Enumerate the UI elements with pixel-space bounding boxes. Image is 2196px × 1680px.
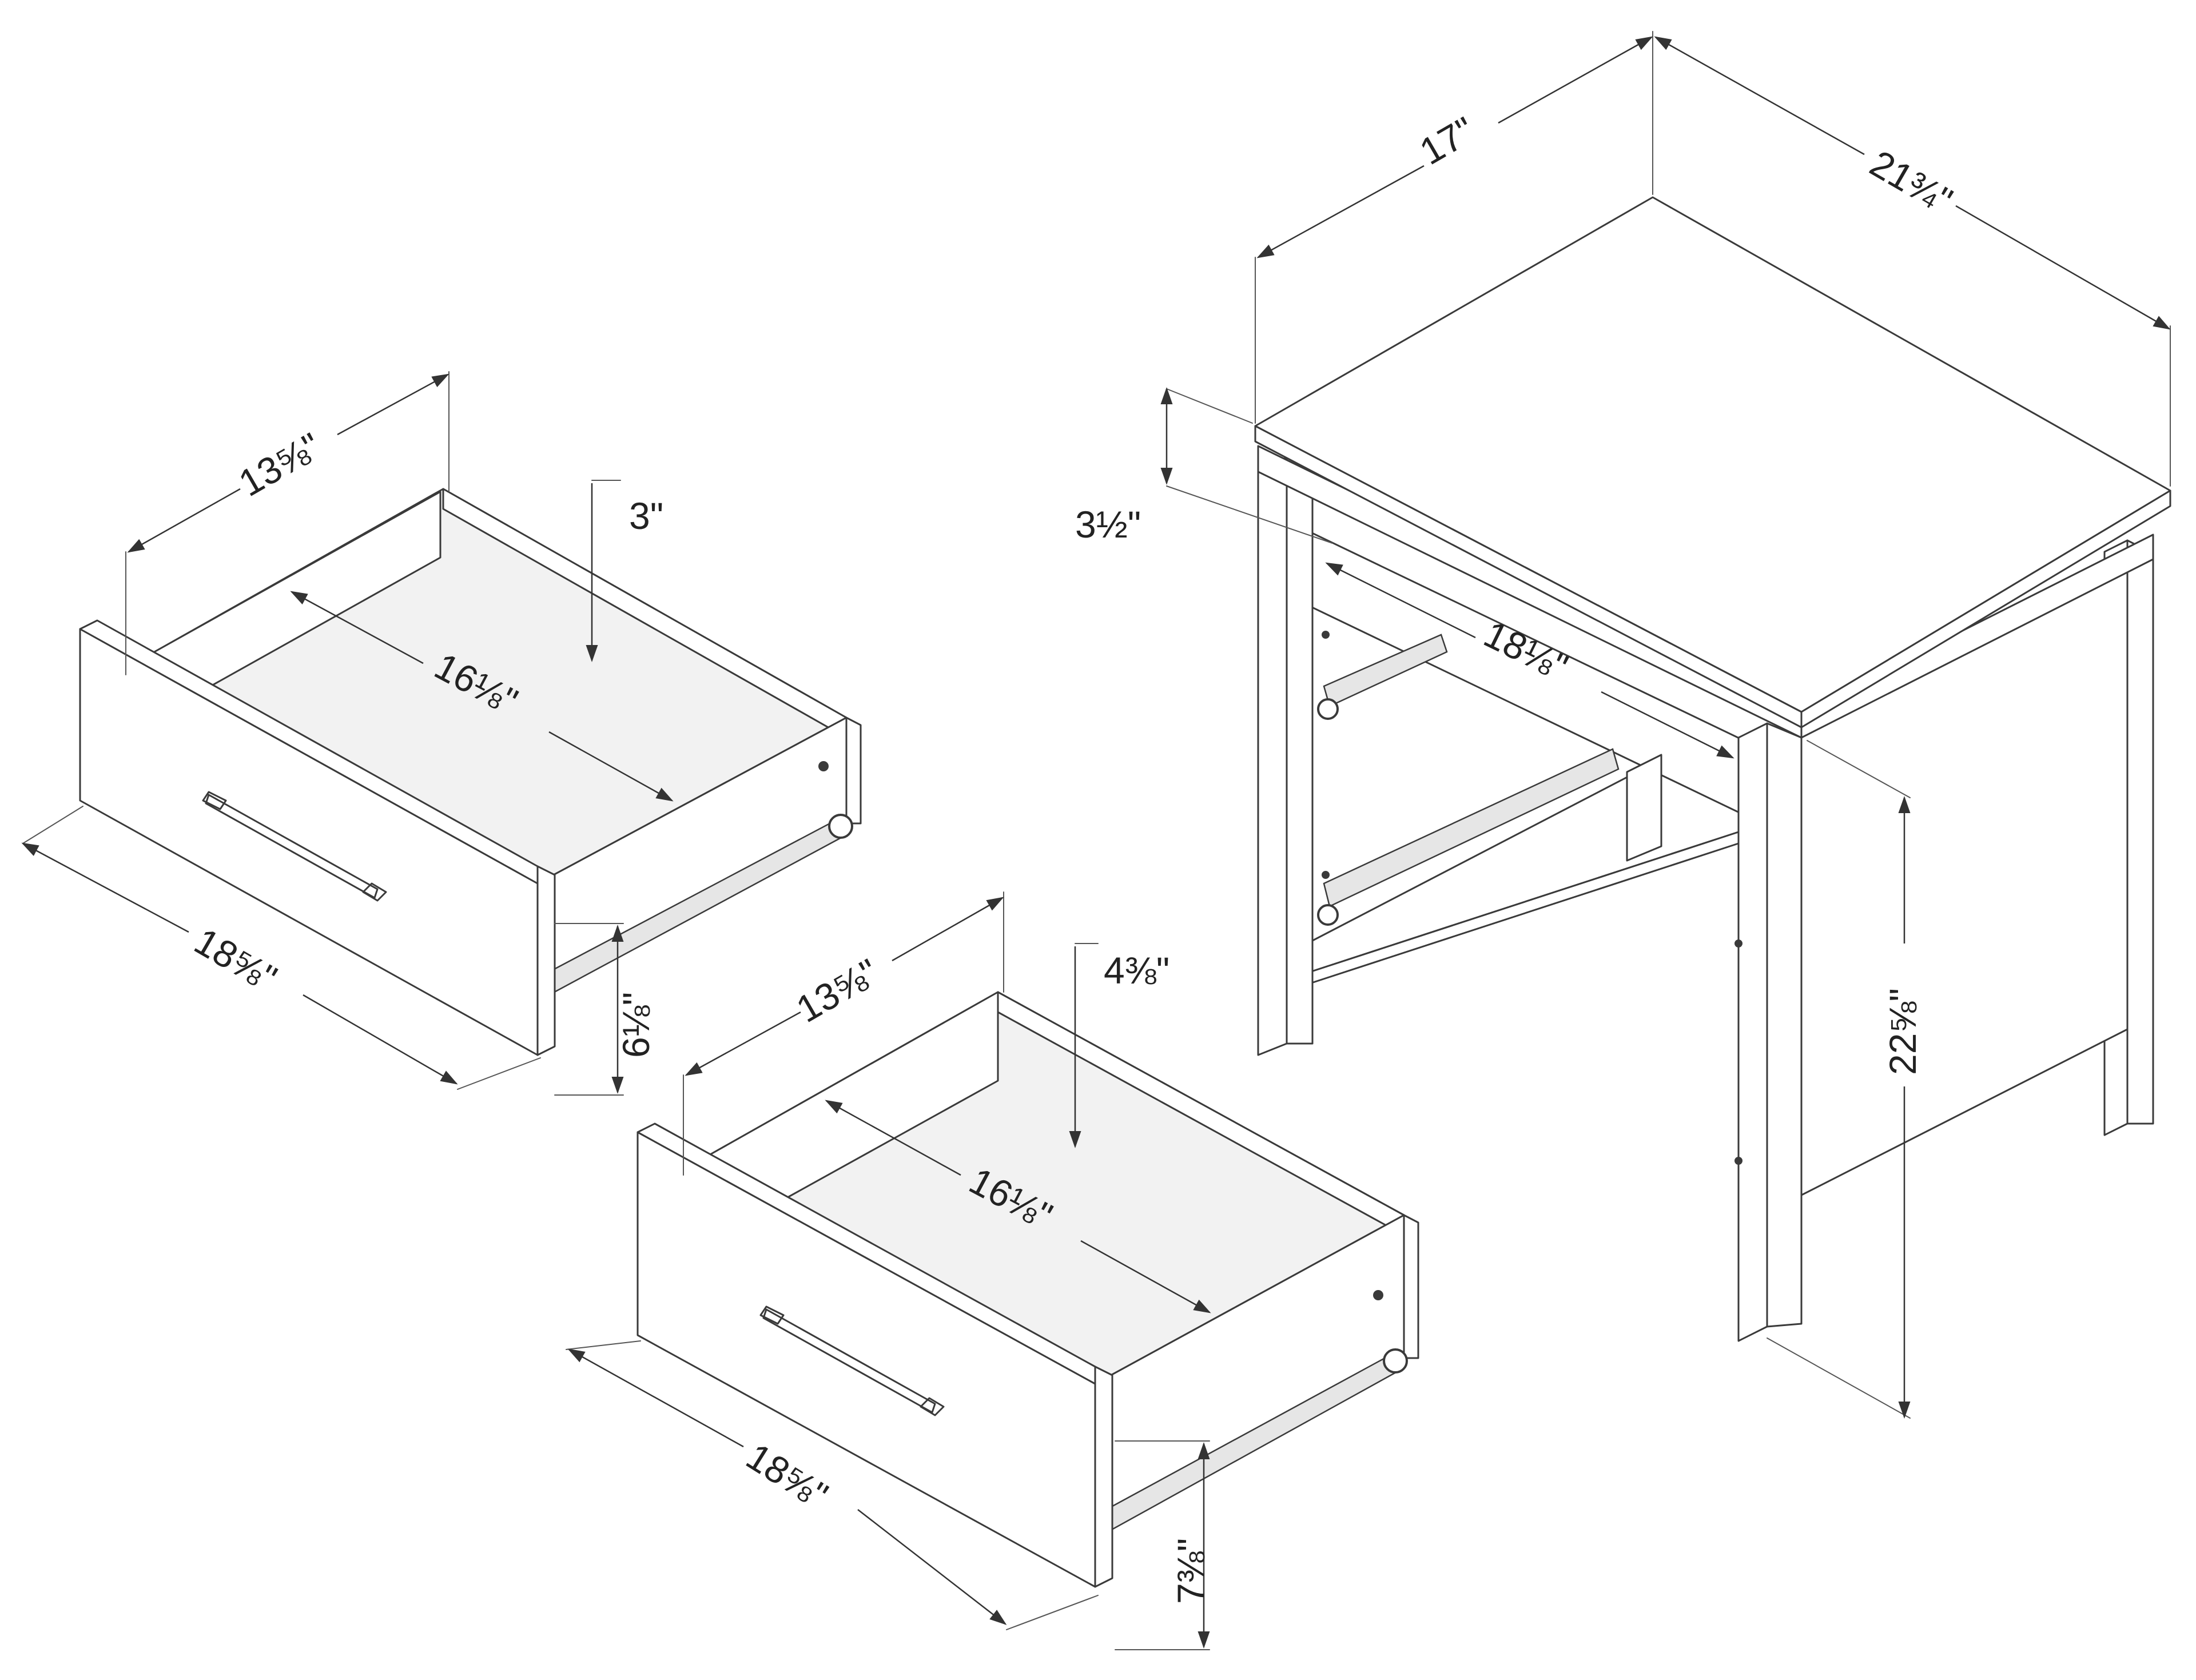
bottom-drawer-depth-label: 13⅝": [789, 950, 886, 1030]
bottom-drawer-width-label: 18⅝": [739, 1435, 836, 1516]
table-width-label: 17": [1413, 109, 1482, 173]
bottom-drawer-illustration: [636, 991, 1419, 1588]
bottom-drawer-inner-height-label: 4⅜": [1104, 949, 1169, 992]
top-drawer-width-label: 18⅝": [188, 919, 284, 1000]
table-depth-label: 21¾": [1863, 142, 1960, 222]
top-drawer-inner-height-label: 3": [629, 495, 663, 537]
top-drawer-illustration: [79, 488, 862, 1056]
table-apron-label: 3½": [1075, 503, 1141, 546]
table-height-label: 22⅝": [1881, 988, 1924, 1075]
top-drawer-height-label: 6⅛": [615, 992, 657, 1058]
nightstand-illustration: [1254, 196, 2171, 1342]
bottom-drawer-height-label: 7⅜": [1169, 1538, 1212, 1604]
top-drawer-depth-label: 13⅝": [232, 424, 328, 504]
